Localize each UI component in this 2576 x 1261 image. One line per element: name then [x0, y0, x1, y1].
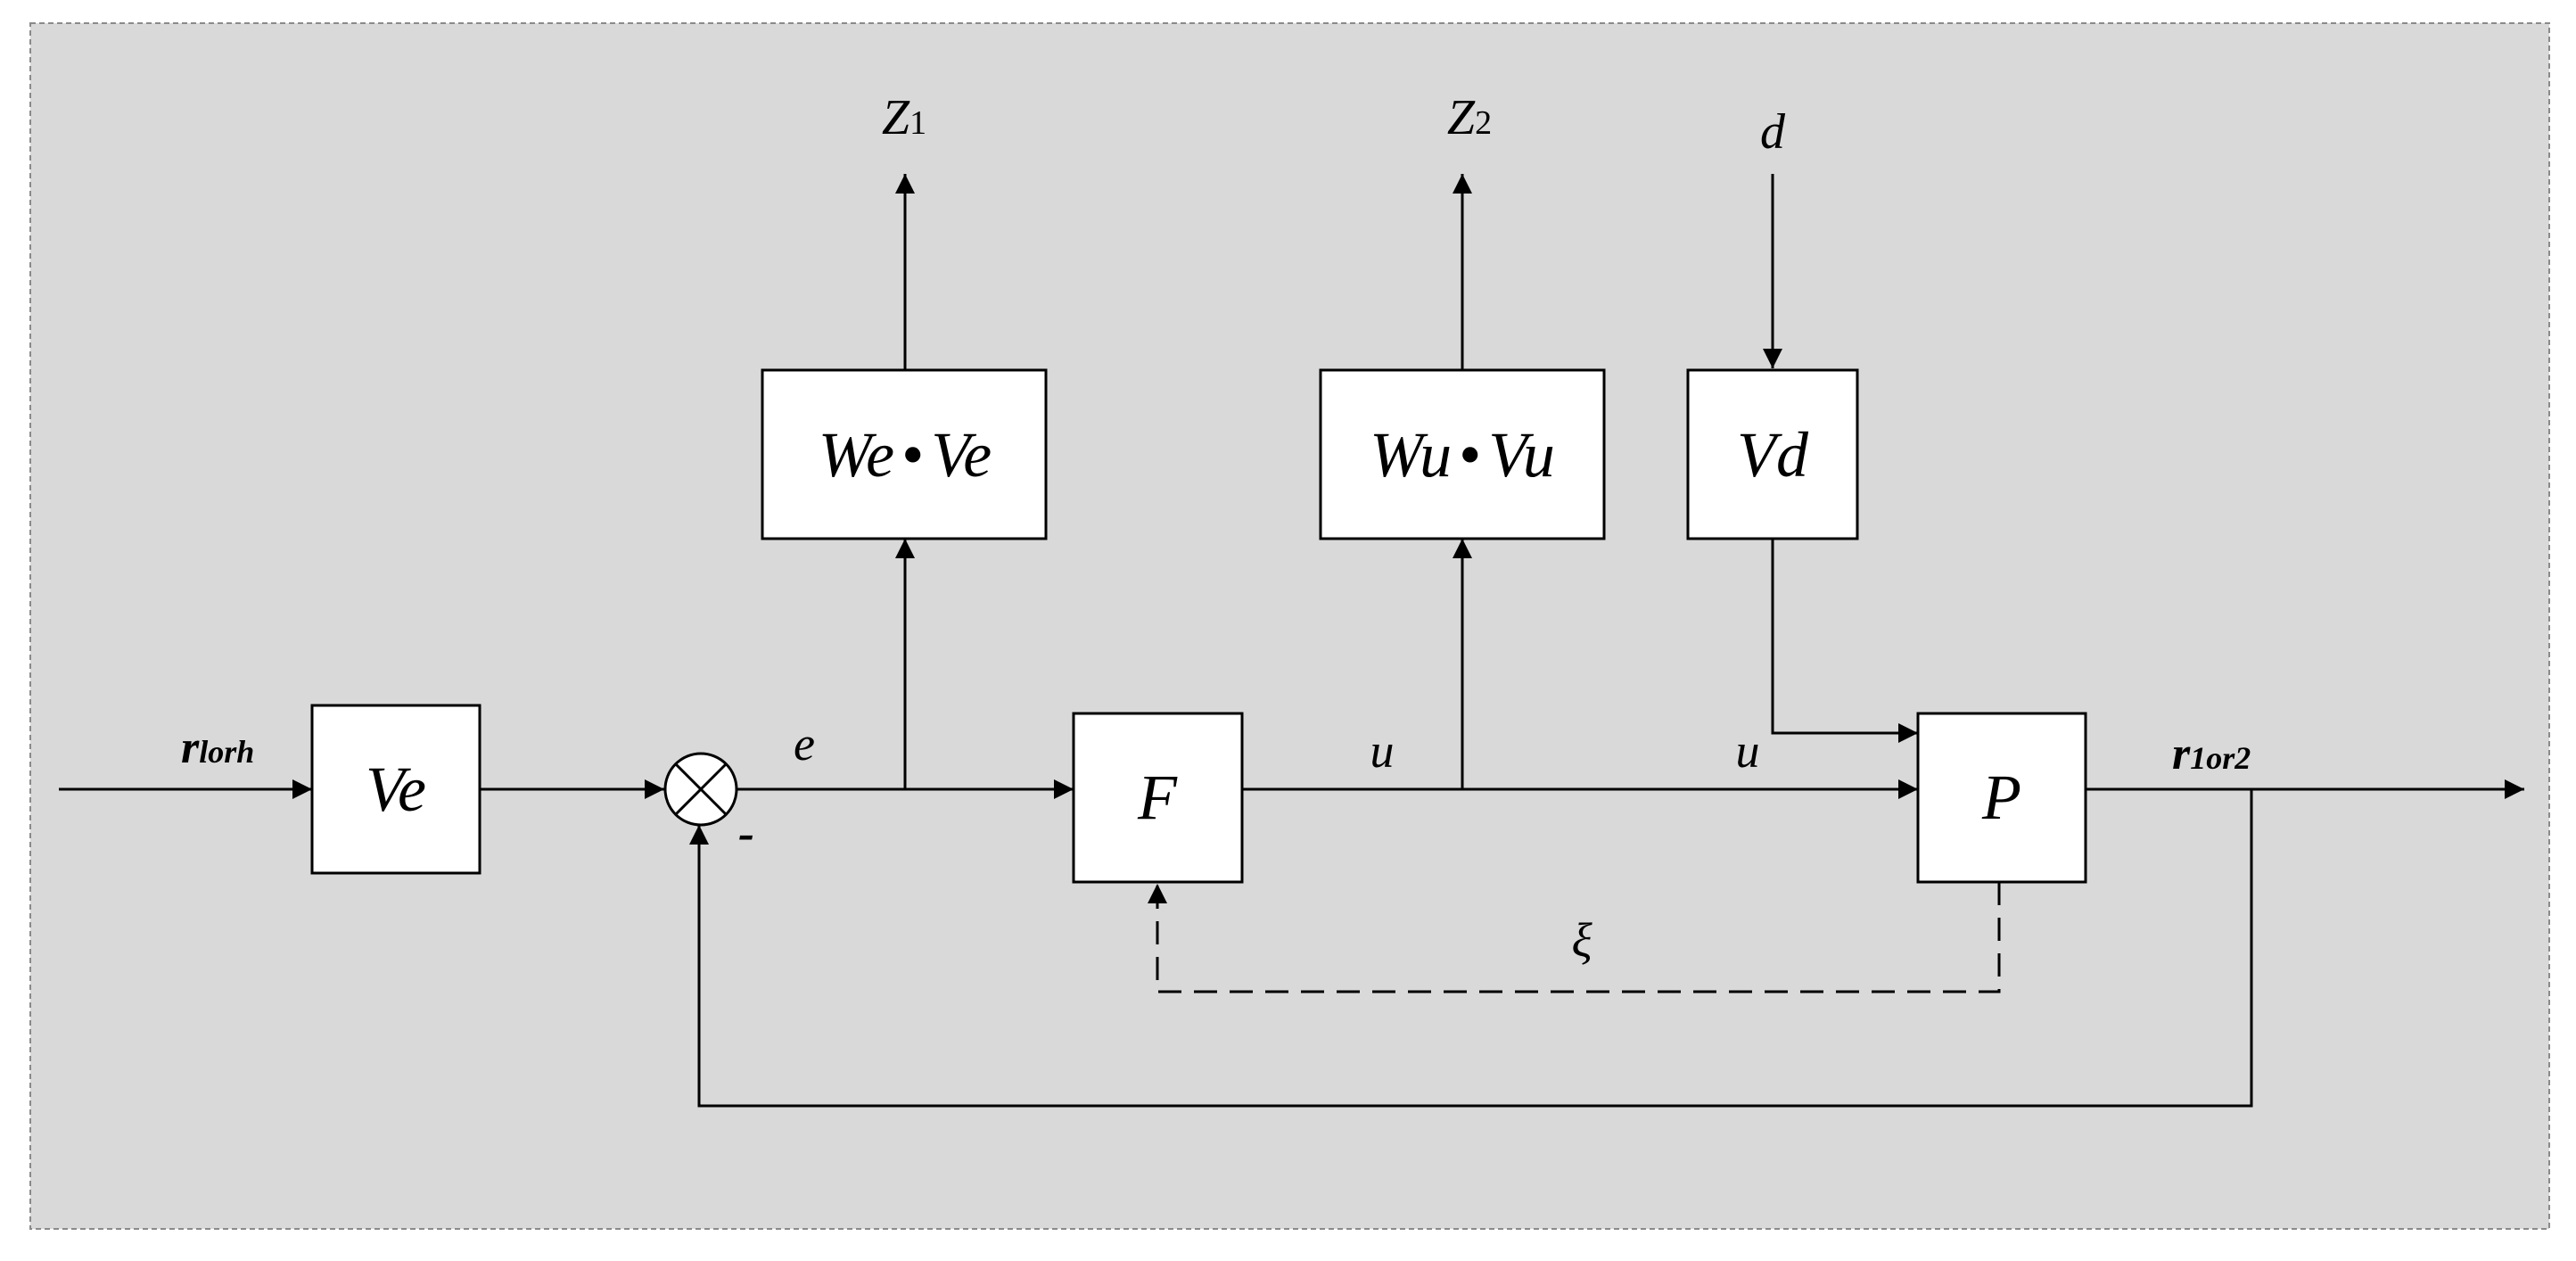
- block-ve-label: Ve: [366, 754, 426, 825]
- feedback-line: [689, 789, 2253, 1108]
- control-signal-label-2: u: [1736, 724, 1760, 778]
- block-vd-label: Vd: [1737, 419, 1809, 490]
- circle-x-icon: [663, 752, 738, 827]
- block-f: F: [1072, 712, 1244, 884]
- block-wu-vu: Wu•Vu: [1319, 368, 1606, 540]
- xi-dashed-line: [1148, 882, 2001, 993]
- block-p-label: P: [1981, 762, 2021, 833]
- block-p: P: [1916, 712, 2087, 884]
- block-wu-vu-label: Wu•Vu: [1370, 419, 1555, 490]
- disturbance-signal-label: d: [1760, 104, 1786, 160]
- z2-signal-label: Z2: [1447, 90, 1492, 145]
- error-signal-label: e: [794, 717, 815, 771]
- block-we-ve: We•Ve: [761, 368, 1048, 540]
- control-signal-label-1: u: [1370, 724, 1395, 778]
- block-ve: Ve: [310, 704, 481, 875]
- output-signal-label: r1or2: [2172, 729, 2251, 779]
- vd-to-p-line: [1771, 539, 1918, 743]
- diagram-panel: [29, 22, 2550, 1230]
- block-we-ve-label: We•Ve: [819, 419, 992, 490]
- z1-signal-label: Z1: [882, 90, 926, 145]
- block-vd: Vd: [1686, 368, 1859, 540]
- xi-signal-label: ξ: [1571, 913, 1593, 967]
- block-f-label: F: [1137, 762, 1178, 833]
- input-signal-label: rlorh: [181, 722, 254, 773]
- minus-sign-label: -: [738, 806, 754, 860]
